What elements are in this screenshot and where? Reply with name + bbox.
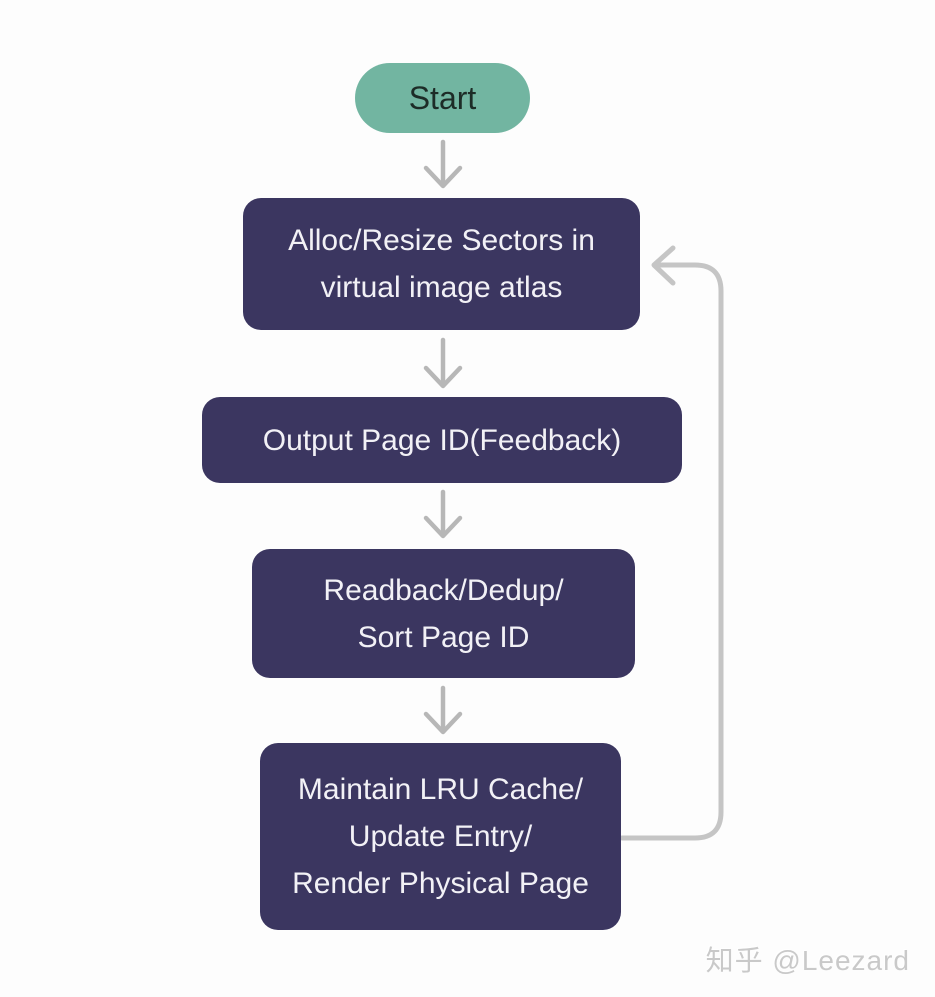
node-readback-line-2: Sort Page ID — [357, 620, 530, 654]
node-maintain-line-3: Render Physical Page — [292, 867, 589, 900]
node-maintain-line-1: Maintain LRU Cache/ — [297, 773, 584, 806]
flow-node-readback-dedup-sort: Readback/Dedup/ Sort Page ID — [252, 549, 635, 678]
feedback-loop-arrow — [619, 245, 724, 841]
arrow-output-to-readback — [423, 489, 463, 539]
node-alloc-line-1: Alloc/Resize Sectors in — [288, 224, 595, 257]
arrow-alloc-to-output — [423, 337, 463, 389]
node-readback-line-1: Readback/Dedup/ — [323, 573, 564, 607]
flow-node-maintain-lru-cache: Maintain LRU Cache/ Update Entry/ Render… — [260, 743, 621, 930]
node-maintain-line-2: Update Entry/ — [348, 820, 533, 853]
node-alloc-line-2: virtual image atlas — [320, 271, 563, 304]
flow-node-start: Start — [355, 63, 530, 133]
arrow-readback-to-maintain — [423, 685, 463, 735]
node-output-line-1: Output Page ID(Feedback) — [262, 423, 622, 457]
watermark: 知乎 @Leezard — [705, 945, 910, 976]
arrow-start-to-alloc — [423, 139, 463, 189]
flow-node-alloc-resize-sectors: Alloc/Resize Sectors in virtual image at… — [243, 198, 640, 330]
node-start-label: Start — [408, 79, 477, 116]
flow-node-output-page-id: Output Page ID(Feedback) — [202, 397, 682, 483]
